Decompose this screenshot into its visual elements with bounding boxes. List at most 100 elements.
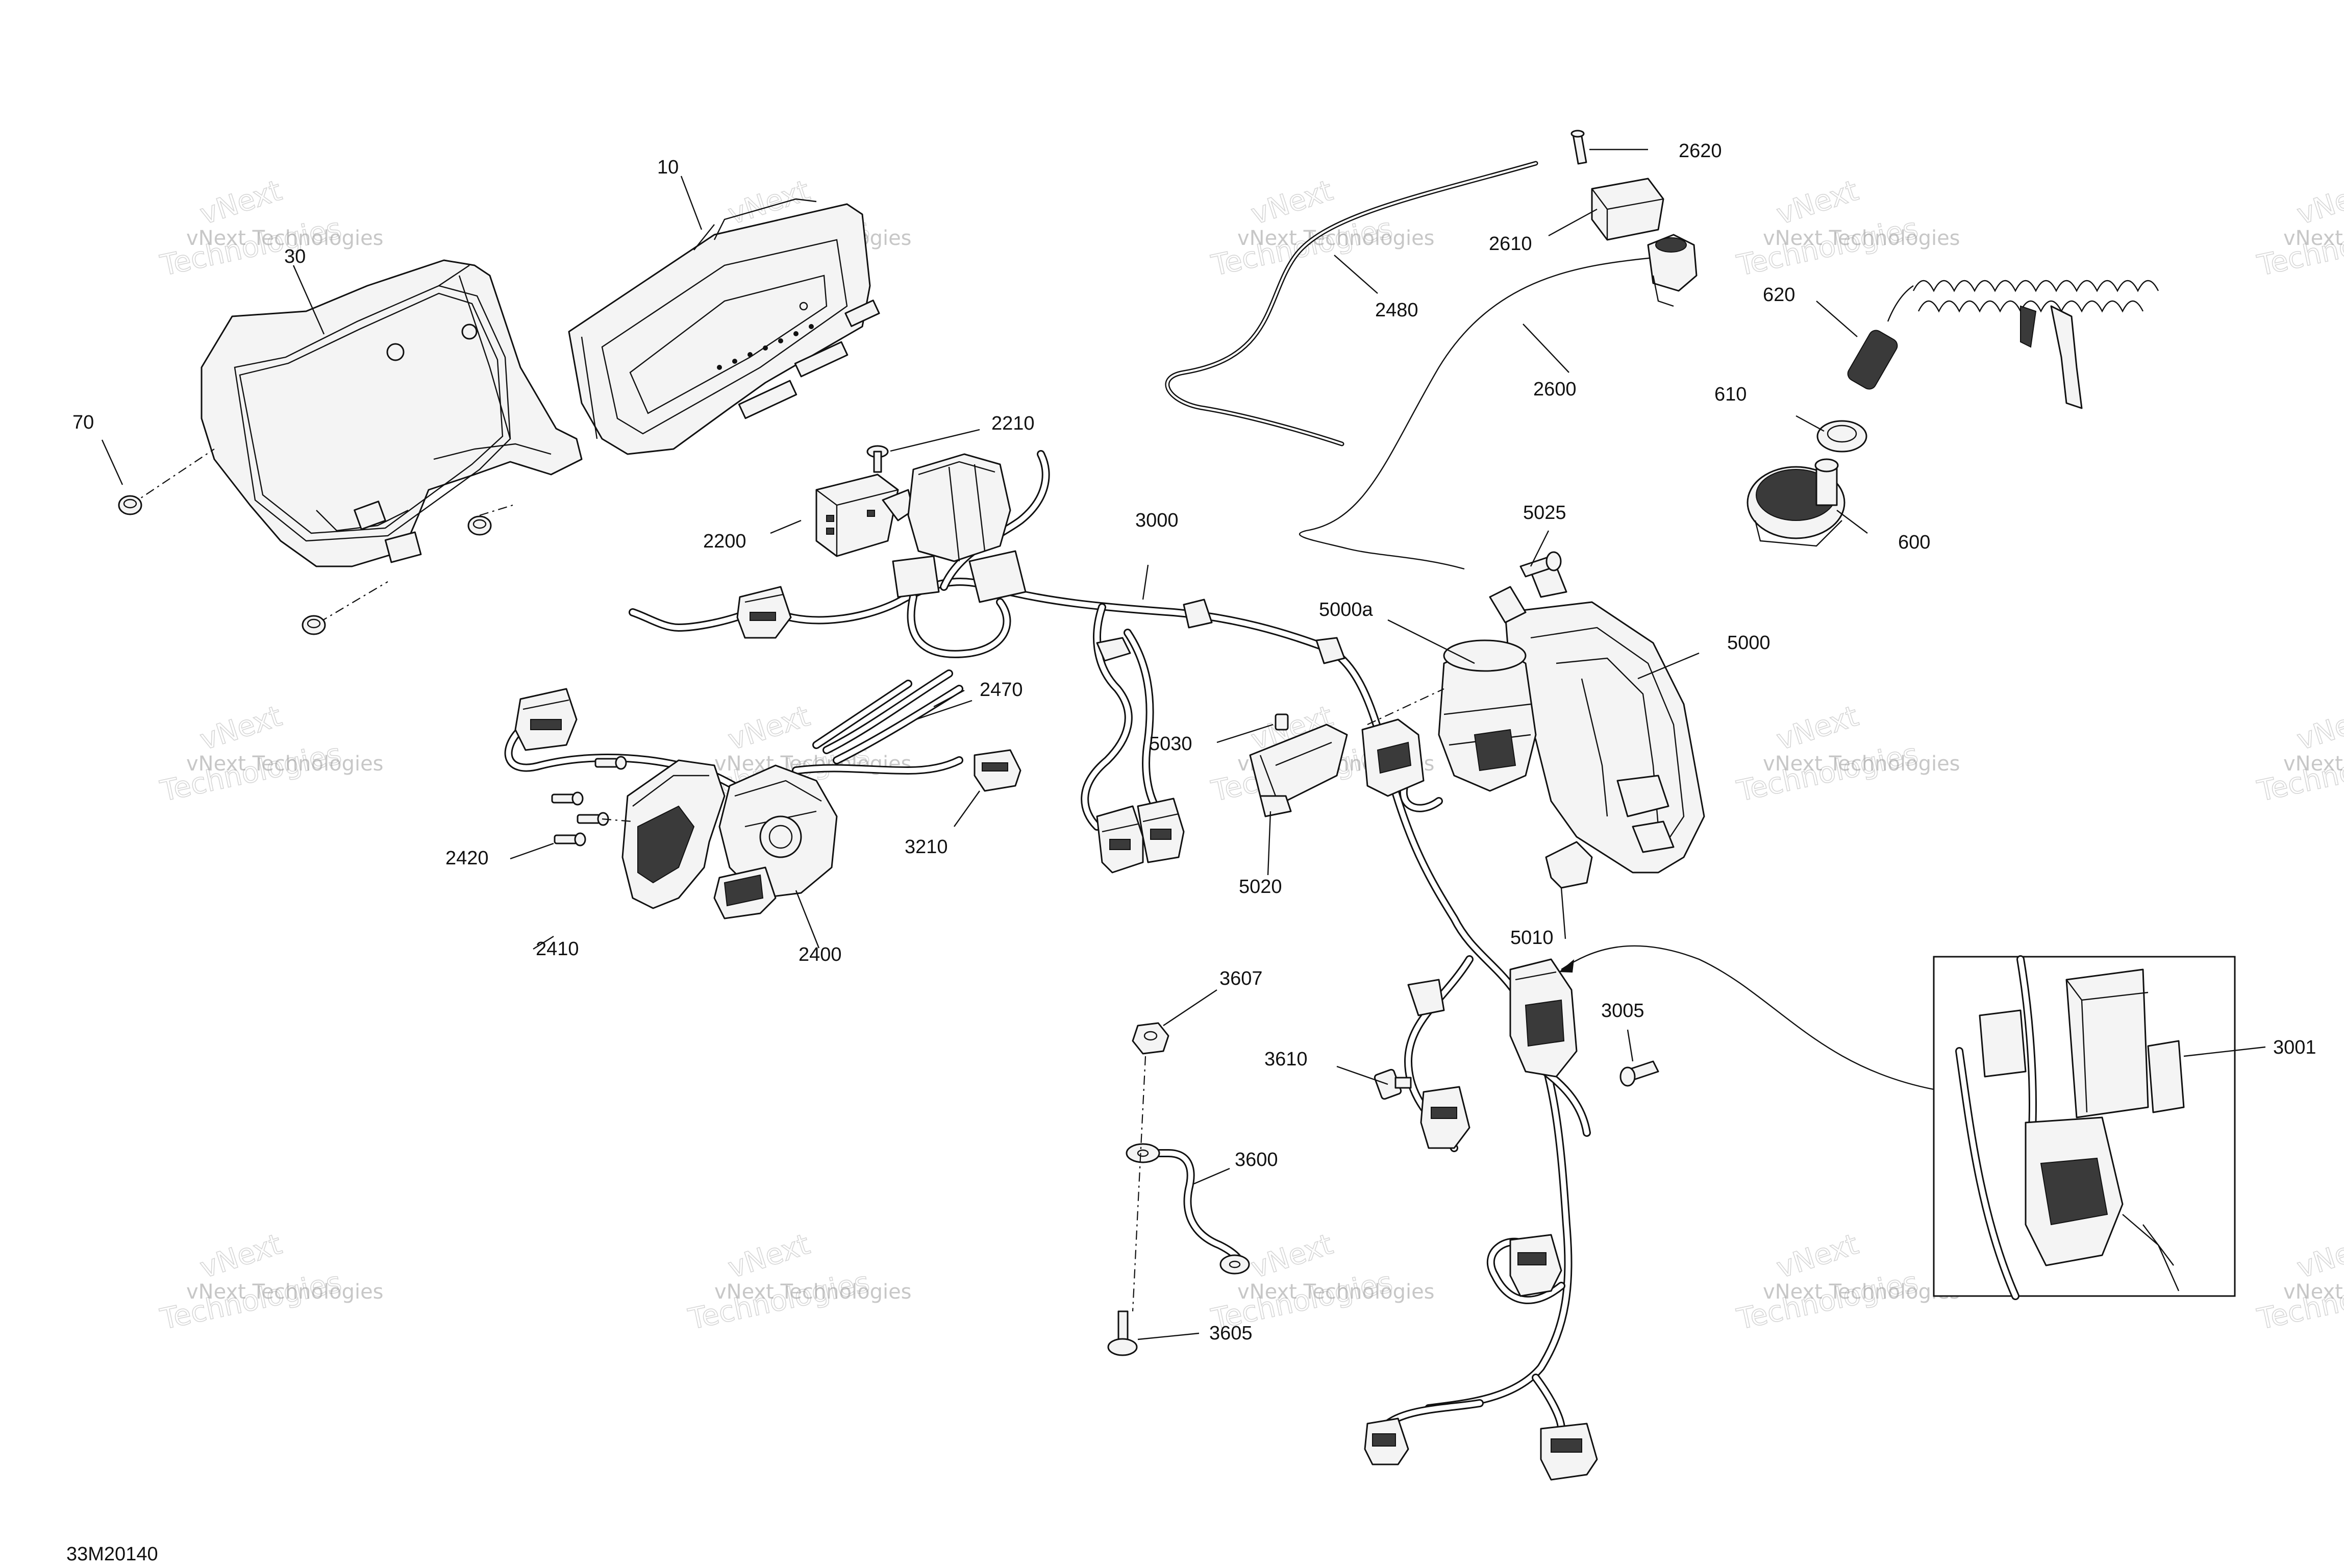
callout-5025: 5025 [1523, 502, 1566, 524]
part-3607-nut [1132, 1022, 1169, 1055]
watermark: vNext Technologies vNext Technologies [157, 1227, 384, 1337]
svg-text:vNext: vNext [724, 1228, 814, 1285]
part-5020-bracket [1249, 724, 1348, 817]
svg-text:vNext Technologies: vNext Technologies [186, 752, 384, 776]
svg-text:vNext Technologies: vNext Technologies [1237, 1280, 1435, 1304]
part-3005-screw [1619, 1060, 1659, 1087]
diagram-code: 33M20140 [66, 1544, 158, 1565]
callout-5010: 5010 [1510, 927, 1554, 949]
watermark: vNext Technologies vNext Technologies [2254, 173, 2344, 283]
part-5000-ecu [1489, 565, 1705, 874]
watermark: vNext Technologies vNext Technologies [1734, 173, 1960, 283]
callout-3000: 3000 [1135, 510, 1179, 531]
svg-text:vNext: vNext [1773, 174, 1862, 231]
callout-30: 30 [284, 246, 306, 267]
svg-text:vNext Technologies: vNext Technologies [186, 227, 384, 250]
svg-text:vNext Technologies: vNext Technologies [2283, 752, 2344, 776]
inset-3001-detail [1933, 955, 2236, 1300]
svg-text:vNext: vNext [1773, 700, 1862, 757]
callout-2620: 2620 [1679, 140, 1722, 162]
callout-5000: 5000 [1727, 632, 1771, 654]
watermark: vNext Technologies vNext Technologies [1208, 173, 1435, 283]
part-3600-strap [1126, 1143, 1250, 1275]
watermark: vNext Technologies vNext Technologies [157, 173, 384, 283]
part-610-ring [1816, 420, 1867, 453]
svg-text:vNext: vNext [196, 174, 286, 231]
svg-text:vNext: vNext [1773, 1228, 1862, 1285]
part-3605-bolt [1107, 1310, 1138, 1356]
cluster-indicator-dots [717, 302, 814, 370]
callout-5020: 5020 [1239, 876, 1282, 898]
callout-2470: 2470 [980, 679, 1023, 701]
part-2420-screws [551, 756, 633, 847]
part-2210-screw [866, 445, 889, 473]
svg-text:vNext Technologies: vNext Technologies [714, 1280, 912, 1304]
part-2200-connector [815, 474, 914, 557]
svg-text:vNext: vNext [196, 1228, 286, 1285]
connector-upper-block [892, 453, 1027, 603]
watermark: vNext Technologies vNext Technologies [157, 699, 384, 809]
svg-text:vNext: vNext [196, 700, 286, 757]
part-3210-connector [974, 749, 1021, 792]
connector-bottom-left [1364, 1417, 1409, 1465]
callout-3600: 3600 [1235, 1149, 1278, 1171]
part-30-cluster-support [201, 259, 583, 567]
svg-text:vNext Technologies: vNext Technologies [1763, 752, 1960, 776]
connector-3001-area [1509, 958, 1578, 1078]
watermark: vNext Technologies vNext Technologies [1734, 699, 1960, 809]
callout-600: 600 [1898, 532, 1930, 553]
callout-3005: 3005 [1601, 1000, 1644, 1022]
callout-2400: 2400 [799, 944, 842, 965]
connector-5020-block [1361, 718, 1425, 797]
callout-2200: 2200 [703, 531, 746, 552]
connector-bottom-right [1540, 1423, 1598, 1481]
part-5000a-relay [1438, 639, 1537, 792]
svg-text:vNext: vNext [2293, 174, 2344, 231]
part-3600-axis [1132, 1056, 1146, 1312]
part-620-tether [1847, 280, 2159, 409]
part-5030-nut [1275, 713, 1289, 731]
connector-twin-5030 [1096, 798, 1185, 874]
cluster-bottom-tabs [738, 300, 880, 419]
callout-70: 70 [72, 412, 94, 433]
watermark: vNext Technologies vNext Technologies [2254, 699, 2344, 809]
connector-left-2400 [514, 688, 578, 751]
callout-2480: 2480 [1375, 300, 1418, 321]
svg-text:vNext: vNext [1247, 1228, 1337, 1285]
callout-620: 620 [1763, 284, 1795, 306]
svg-text:vNext: vNext [2293, 1228, 2344, 1285]
svg-text:vNext Technologies: vNext Technologies [1237, 227, 1435, 250]
part-2480-wire [1165, 161, 1538, 446]
callout-3607: 3607 [1219, 968, 1263, 989]
connector-lower-mid [1407, 979, 1470, 1149]
callout-5000a: 5000a [1319, 599, 1374, 620]
svg-text:vNext Technologies: vNext Technologies [2283, 227, 2344, 250]
svg-text:vNext Technologies: vNext Technologies [186, 1280, 384, 1304]
part-600-switch [1747, 458, 1846, 547]
callout-labels: 10 30 70 2200 2210 2400 2410 2420 2470 2… [72, 140, 2316, 1344]
callout-2420: 2420 [445, 848, 489, 869]
watermark: vNext Technologies vNext Technologies [685, 1227, 912, 1337]
part-10-instrument-cluster [568, 198, 880, 455]
svg-text:vNext Technologies: vNext Technologies [2283, 1280, 2344, 1304]
callout-3605: 3605 [1209, 1323, 1253, 1344]
callout-3001: 3001 [2273, 1037, 2316, 1058]
watermark: vNext Technologies vNext Technologies [1734, 1227, 1960, 1337]
svg-text:vNext: vNext [724, 700, 814, 757]
callout-2610: 2610 [1489, 233, 1532, 255]
part-2600-wire [1299, 257, 1654, 570]
part-5025-screw [1519, 551, 1562, 578]
part-70-axes [130, 449, 513, 623]
part-2400-switch [713, 764, 838, 919]
connector-lower-2500 [1509, 1234, 1562, 1297]
callout-2210: 2210 [991, 413, 1035, 434]
part-2410-housing [621, 759, 726, 909]
connector-left-small [736, 586, 792, 639]
part-5010-cap [1545, 841, 1593, 889]
callout-610: 610 [1714, 384, 1747, 405]
part-2600-socket [1647, 234, 1698, 307]
part-2610-cap [1591, 178, 1664, 241]
callout-10: 10 [657, 157, 679, 178]
callout-3210: 3210 [905, 836, 948, 858]
